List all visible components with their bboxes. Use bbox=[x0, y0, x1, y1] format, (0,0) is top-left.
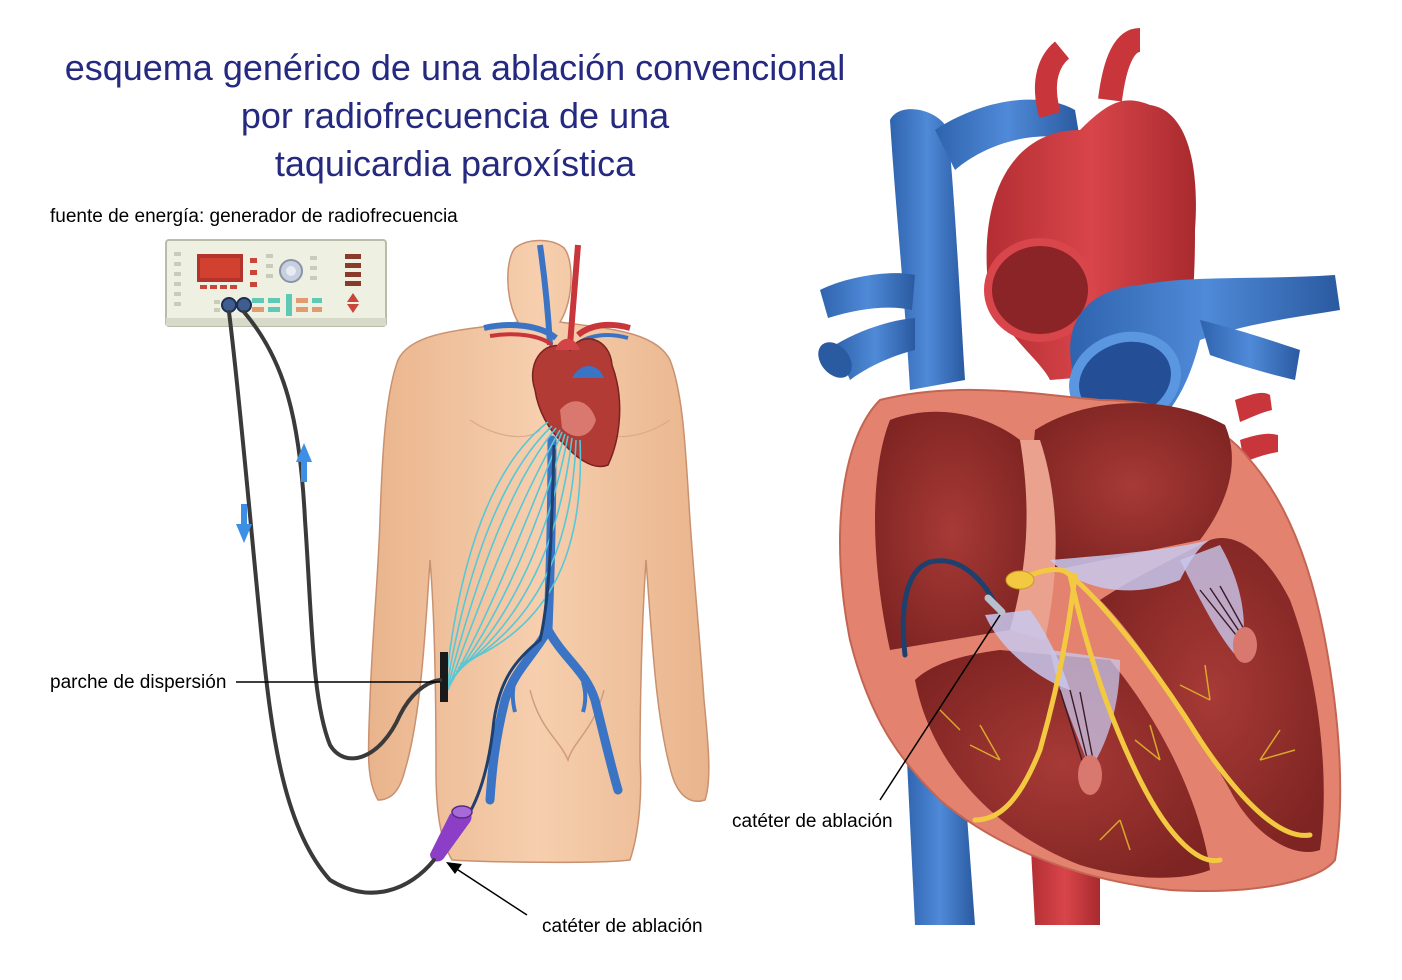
generator-cables bbox=[227, 310, 442, 895]
radiofrequency-generator bbox=[165, 239, 387, 327]
current-field-lines bbox=[443, 421, 582, 703]
catheter-in-vein bbox=[468, 444, 556, 813]
label-dispersive-patch: parche de dispersión bbox=[50, 672, 227, 693]
dispersive-patch bbox=[440, 652, 448, 702]
label-generator: fuente de energía: generador de radiofre… bbox=[50, 206, 458, 227]
label-catheter-body: catéter de ablación bbox=[542, 916, 703, 937]
title-line-2: por radiofrecuencia de una bbox=[240, 95, 670, 136]
title-line-1: esquema genérico de una ablación convenc… bbox=[64, 47, 846, 88]
current-down-arrow bbox=[236, 504, 252, 543]
heart-cross-section bbox=[818, 28, 1342, 925]
label-catheter-heart: catéter de ablación bbox=[732, 811, 893, 832]
pointer-arrow bbox=[446, 862, 528, 916]
neck-vessels bbox=[483, 244, 631, 347]
current-up-arrow bbox=[296, 443, 312, 482]
catheter-handle bbox=[430, 805, 473, 862]
title-line-3: taquicardia paroxística bbox=[274, 143, 636, 184]
diagram-title: esquema genérico de una ablación convenc… bbox=[40, 44, 870, 188]
human-body bbox=[367, 239, 710, 864]
